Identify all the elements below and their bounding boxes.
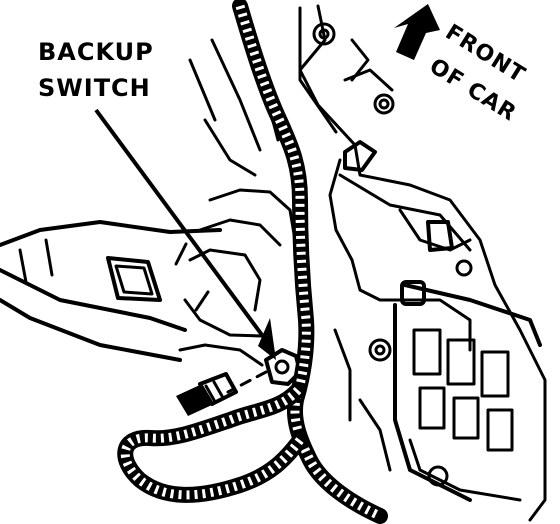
backup-label-line1: BACKUP <box>38 38 154 66</box>
front-of-car-label: FRONT OF CAR <box>425 20 530 127</box>
engine-mount <box>174 18 297 367</box>
connector-plug <box>176 372 238 416</box>
transmission-case <box>298 4 547 522</box>
front-arrow-icon <box>394 4 440 60</box>
backup-label-line2: SWITCH <box>38 74 151 102</box>
backup-switch-label: BACKUP SWITCH <box>38 38 154 102</box>
switch-pigtail <box>117 382 308 503</box>
wiring-harness <box>232 0 388 524</box>
frame-crossmember <box>0 220 222 362</box>
backup-switch <box>226 348 302 394</box>
leader-arrow <box>94 108 276 360</box>
